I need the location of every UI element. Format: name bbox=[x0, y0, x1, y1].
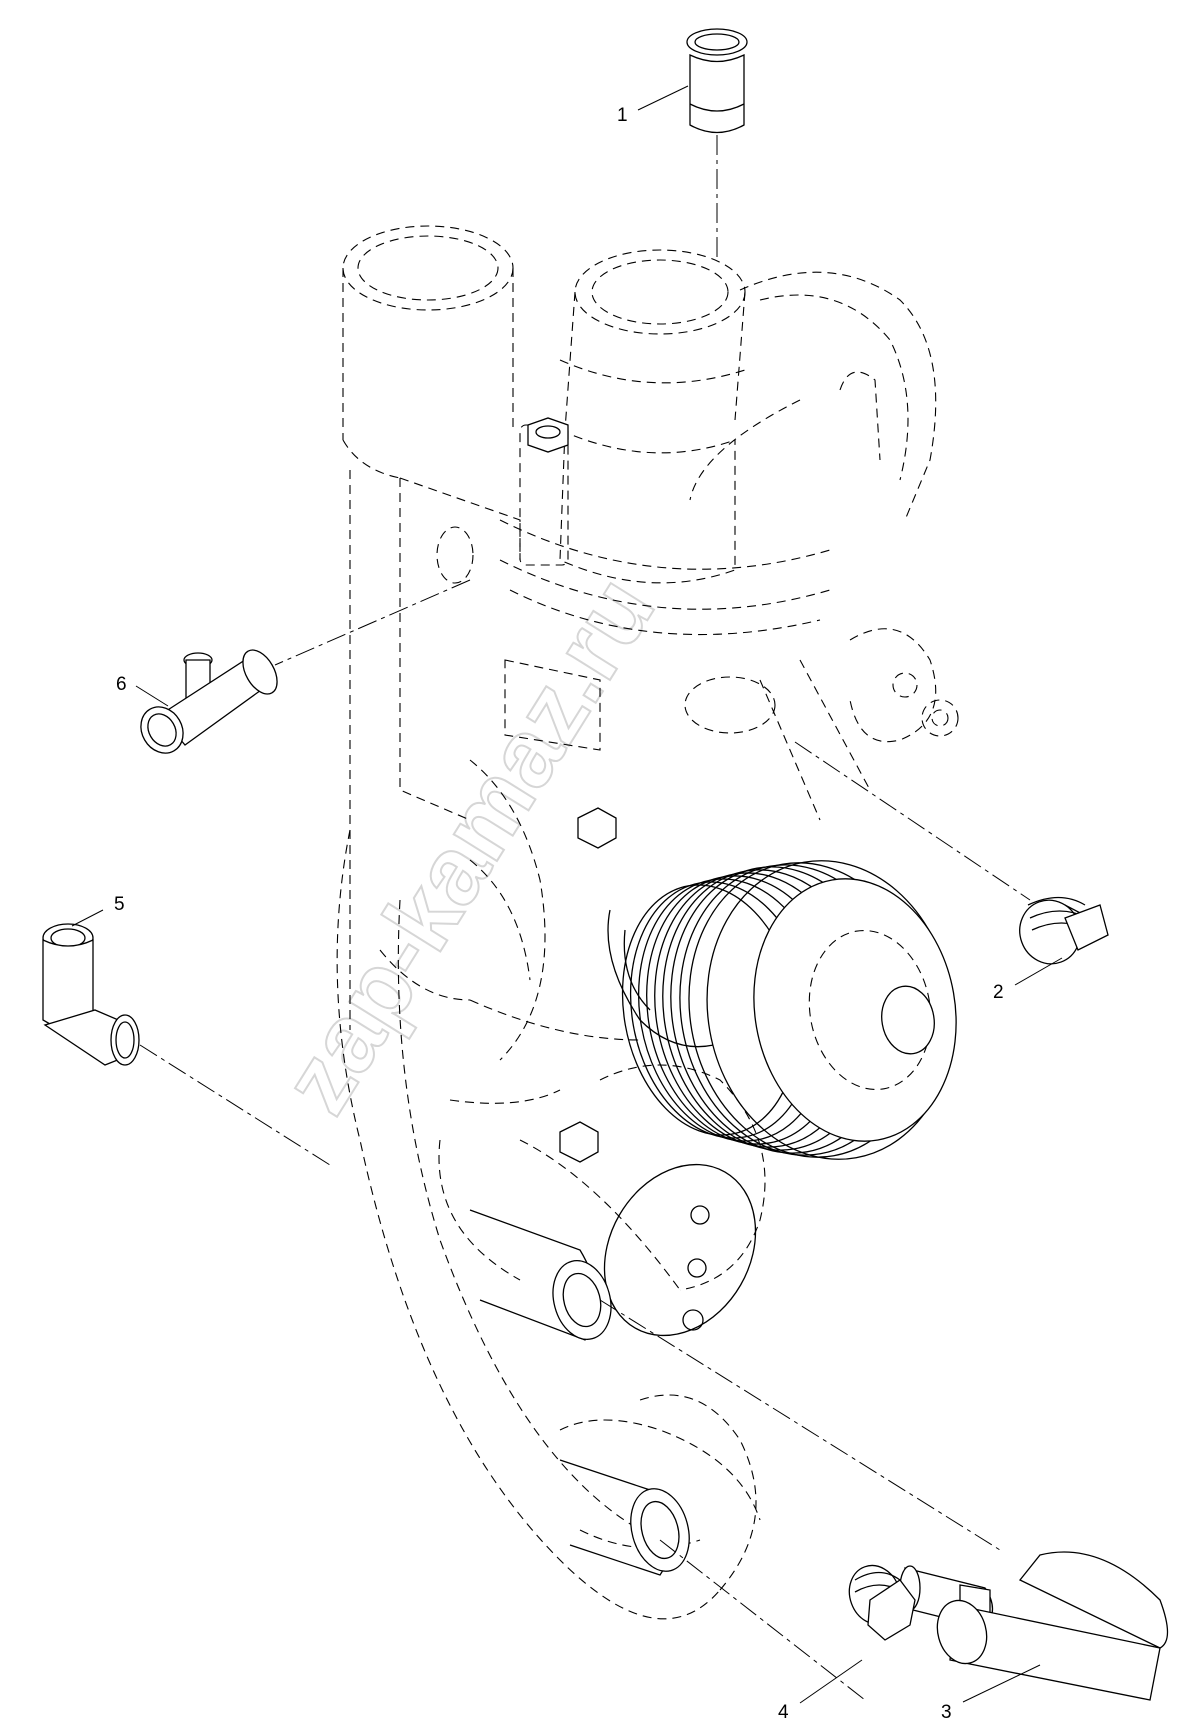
hex-plug-small-icon bbox=[848, 1564, 916, 1641]
callout-4: 4 bbox=[778, 1702, 789, 1723]
housing-solid-details bbox=[469, 417, 757, 1576]
bent-pipe-icon bbox=[899, 1551, 1169, 1701]
elbow-tube-icon bbox=[42, 923, 140, 1066]
callout-3: 3 bbox=[941, 1702, 952, 1723]
callout-5: 5 bbox=[114, 894, 125, 915]
watermark-text: zap-kamaz.ru bbox=[262, 559, 675, 1131]
callout-2: 2 bbox=[993, 982, 1004, 1003]
callout-leaders bbox=[71, 85, 1063, 1704]
callout-1: 1 bbox=[617, 105, 628, 126]
sleeve-tube-icon bbox=[686, 28, 748, 134]
assembly-lines bbox=[139, 135, 1031, 1701]
tee-fitting-icon bbox=[140, 649, 278, 754]
callout-6: 6 bbox=[116, 674, 127, 695]
hex-plug-icon bbox=[1019, 896, 1109, 965]
drive-pulley bbox=[621, 860, 957, 1160]
